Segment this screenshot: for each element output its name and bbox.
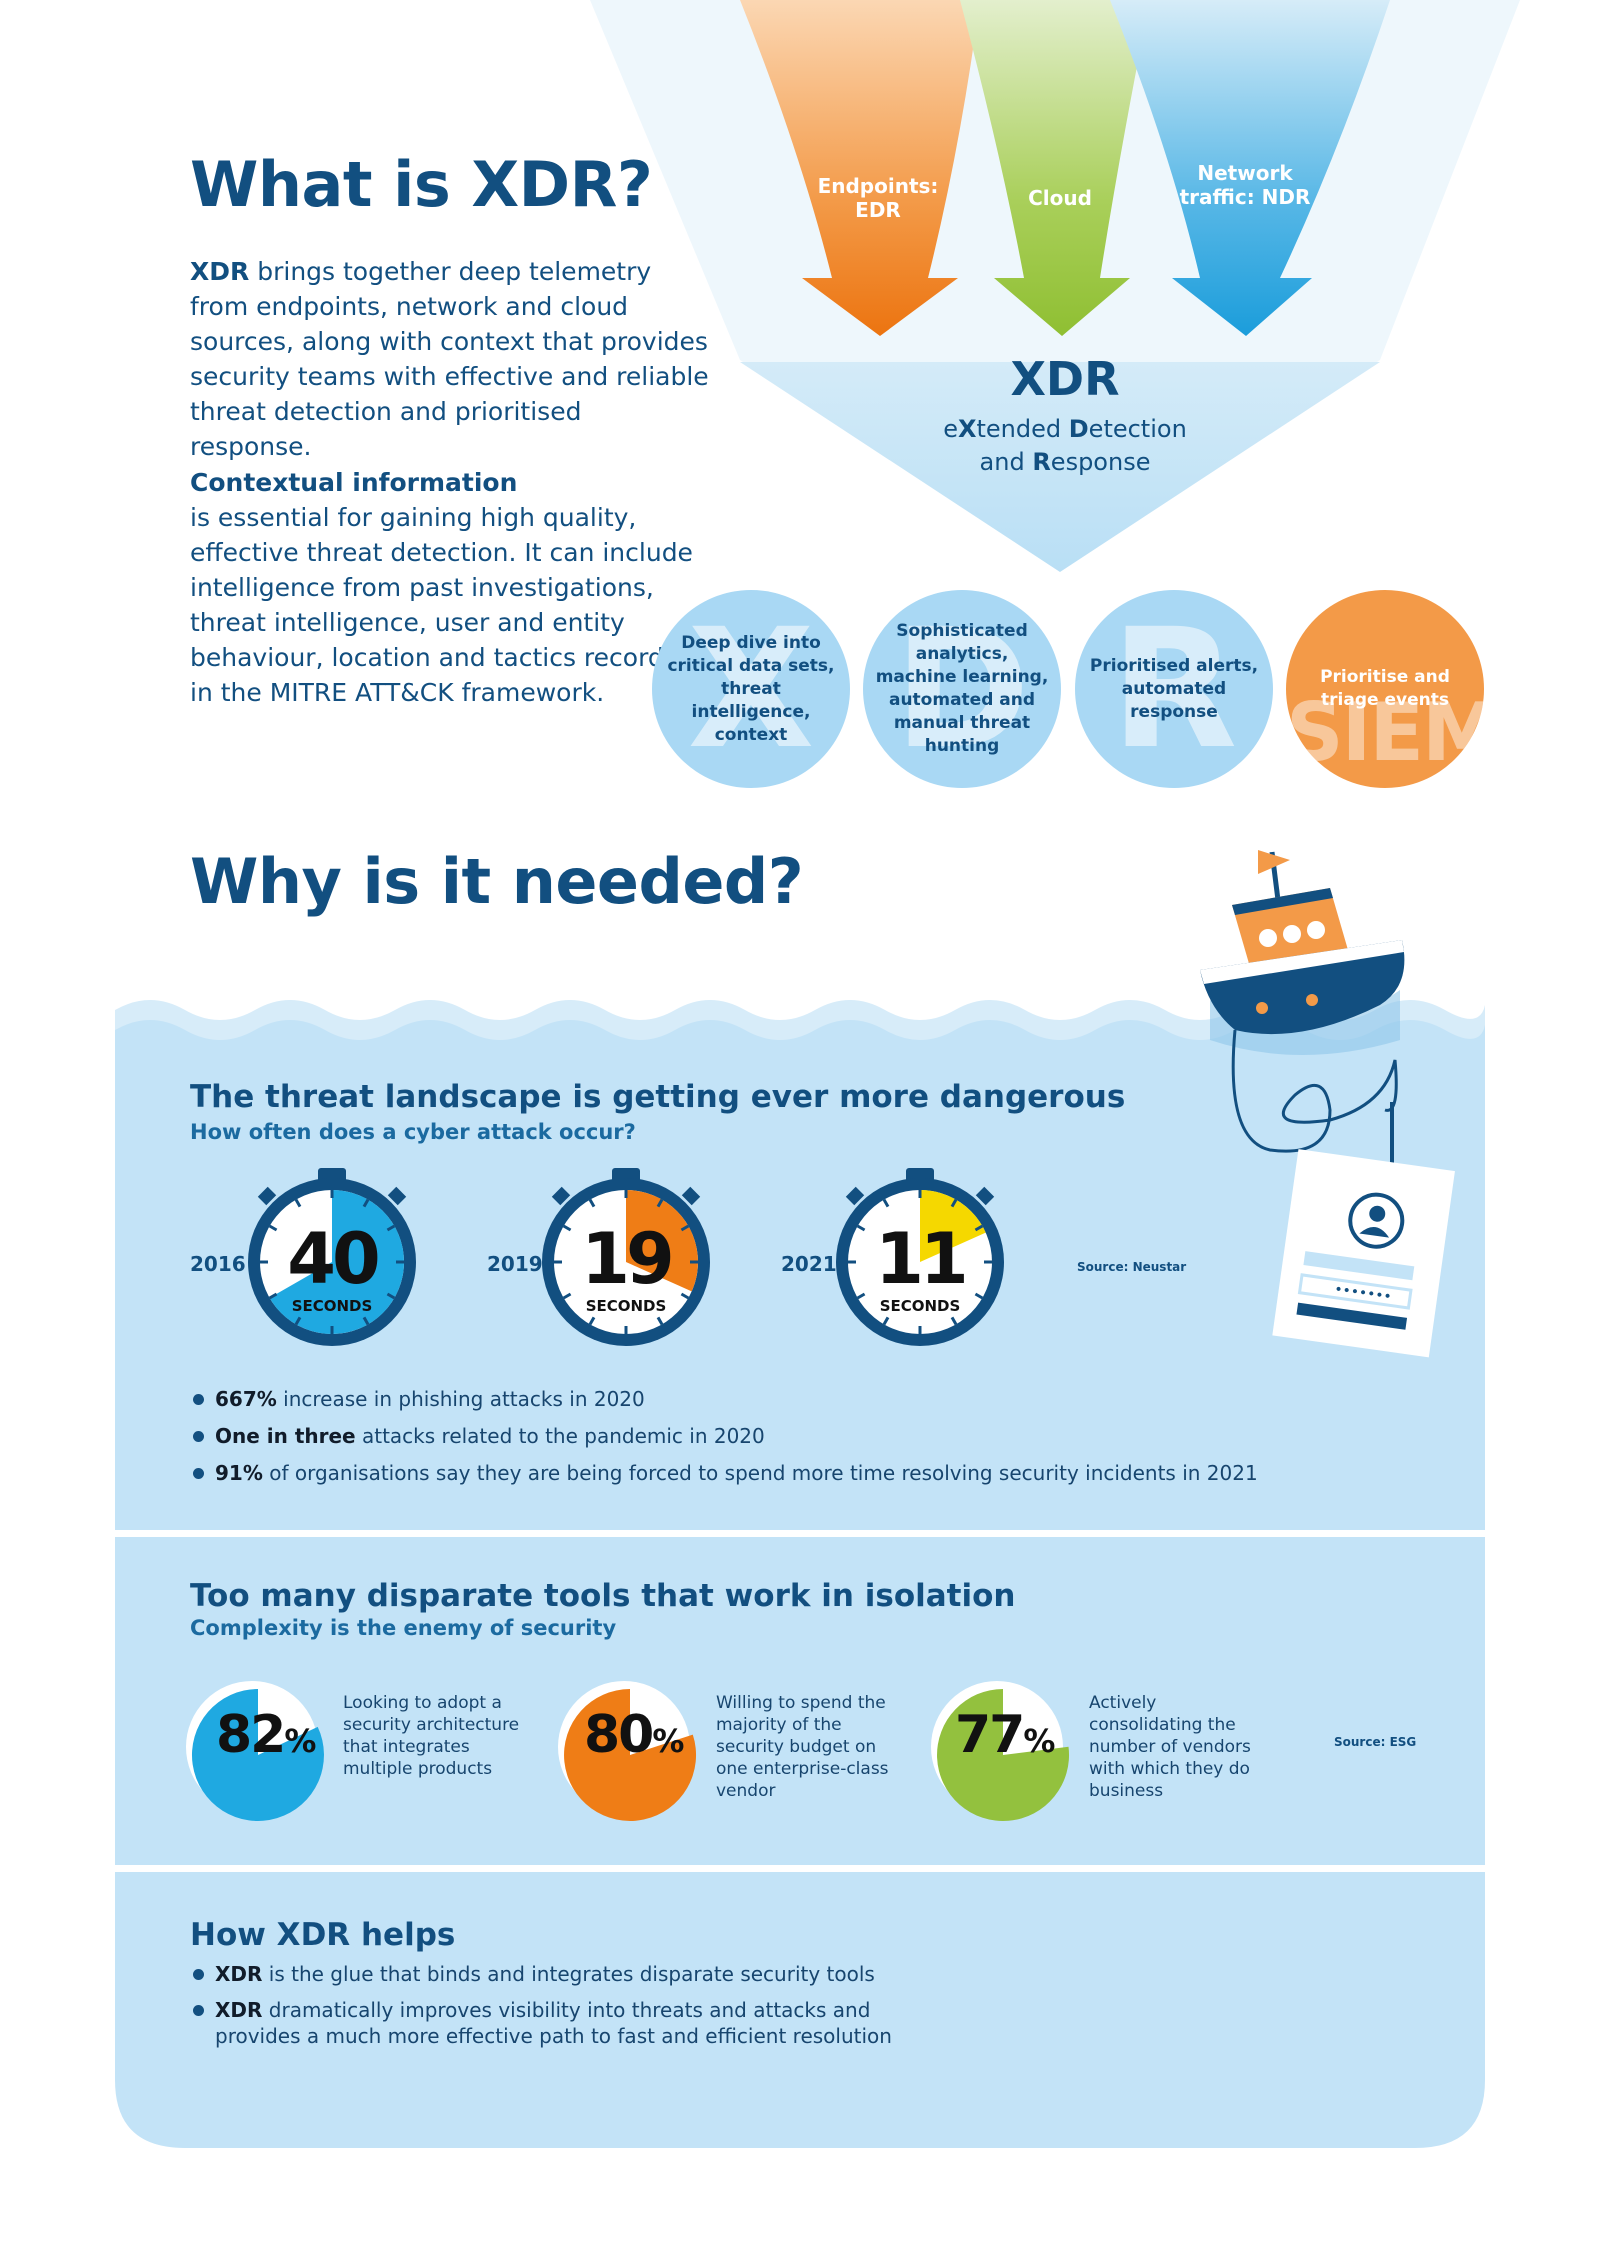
stopwatch-icon	[542, 1168, 710, 1346]
stopwatch-unit: SECONDS	[291, 1297, 373, 1315]
helps-panel	[115, 1872, 1485, 2148]
stopwatches	[248, 1168, 1004, 1346]
threat-panel	[115, 1020, 1485, 1530]
threat-landscape-title: The threat landscape is getting ever mor…	[190, 1079, 1126, 1115]
what-is-xdr-title: What is XDR?	[190, 148, 653, 221]
stat-description: Willing to spend the majority of the sec…	[716, 1693, 889, 1801]
capability-circle-d: D Sophisticated analytics, machine learn…	[863, 590, 1061, 788]
capability-circle-x: X Deep dive into critical data sets, thr…	[652, 590, 850, 788]
list-item: XDR is the glue that binds and integrate…	[193, 1961, 953, 1987]
stopwatch-seconds-value: 11	[875, 1218, 968, 1300]
intro-xdr-bold: XDR	[190, 257, 250, 286]
xdr-expansion: eXtended Detection and Response	[943, 415, 1187, 476]
stopwatch-elapsed-fill	[626, 1190, 698, 1292]
stopwatch-elapsed-fill	[920, 1190, 986, 1262]
circle-text: Deep dive into critical data sets, threa…	[667, 632, 835, 745]
context-paragraph: Contextual information is essential for …	[190, 465, 710, 710]
circle-text: Sophisticated analytics, machine learnin…	[875, 621, 1049, 756]
boat-illustration	[1200, 850, 1405, 1035]
threat-landscape-subtitle: How often does a cyber attack occur?	[190, 1120, 636, 1144]
stopwatch-unit: SECONDS	[585, 1297, 667, 1315]
intro-text: brings together deep telemetry from endp…	[190, 257, 709, 461]
xdr-intro-paragraph: XDR brings together deep telemetry from …	[190, 254, 710, 464]
why-needed-title: Why is it needed?	[190, 845, 804, 918]
source-neustar: Source: Neustar	[1077, 1260, 1187, 1274]
donut-stat-icon	[931, 1681, 1070, 1821]
stopwatch-icon	[836, 1168, 1004, 1346]
percentage-donuts	[186, 1681, 1070, 1821]
network-arrow	[1110, 0, 1390, 336]
list-item: One in three attacks related to the pand…	[193, 1423, 1258, 1449]
tools-subtitle: Complexity is the enemy of security	[190, 1616, 617, 1640]
xdr-heading: XDR	[1010, 352, 1120, 406]
circle-letter: D	[893, 593, 1031, 785]
donut-fill	[564, 1689, 697, 1821]
stopwatch-seconds-value: 19	[581, 1218, 674, 1300]
tools-panel	[115, 1537, 1485, 1865]
boat-hull-submerged	[1210, 990, 1400, 1055]
stopwatch-year: 2016	[190, 1252, 246, 1276]
stat-percentage: 82%	[216, 1705, 317, 1765]
donut-fill	[191, 1689, 324, 1821]
circle-letter: SIEM	[1286, 686, 1484, 779]
how-xdr-helps-title: How XDR helps	[190, 1917, 456, 1953]
capability-circle-siem: SIEM Prioritise and triage events	[1286, 590, 1484, 788]
source-esg: Source: ESG	[1334, 1735, 1417, 1749]
circle-letter: X	[687, 593, 815, 785]
helps-bullet-list: XDR is the glue that binds and integrate…	[193, 1961, 953, 2059]
cloud-label: Cloud	[1028, 186, 1092, 210]
network-ndr-label: Network traffic: NDR	[1179, 161, 1311, 209]
stopwatch-seconds-value: 40	[287, 1218, 380, 1300]
list-item: XDR dramatically improves visibility int…	[193, 1997, 953, 2049]
circle-text: Prioritise and triage events	[1320, 667, 1450, 710]
endpoints-edr-label: Endpoints: EDR	[817, 174, 939, 222]
stopwatch-icon	[248, 1168, 416, 1346]
list-item: 91% of organisations say they are being …	[193, 1460, 1258, 1486]
xdr-funnel-graphic	[590, 0, 1520, 572]
stopwatch-year: 2019	[487, 1252, 543, 1276]
tools-title: Too many disparate tools that work in is…	[190, 1578, 1016, 1614]
stat-percentage: 80%	[584, 1705, 685, 1765]
stopwatch-unit: SECONDS	[879, 1297, 961, 1315]
donut-stat-icon	[558, 1681, 697, 1821]
stopwatch-elapsed-fill	[269, 1190, 405, 1335]
capability-circle-r: R Prioritised alerts, automated response	[1075, 590, 1273, 788]
donut-stat-icon	[186, 1681, 324, 1821]
circle-text: Prioritised alerts, automated response	[1089, 655, 1259, 722]
circle-letter: R	[1110, 593, 1238, 785]
stat-description: Looking to adopt a security architecture…	[343, 1693, 520, 1779]
svg-text:•••••••: •••••••	[1333, 1282, 1392, 1306]
threat-bullet-list: 667% increase in phishing attacks in 202…	[193, 1386, 1258, 1497]
cloud-arrow	[960, 0, 1150, 336]
list-item: 667% increase in phishing attacks in 202…	[193, 1386, 1258, 1412]
stat-percentage: 77%	[955, 1705, 1056, 1765]
stopwatch-year: 2021	[781, 1252, 837, 1276]
context-heading: Contextual information	[190, 468, 518, 497]
donut-fill	[937, 1689, 1070, 1821]
stat-description: Actively consolidating the number of ven…	[1089, 1693, 1251, 1801]
fishing-line	[1231, 1029, 1398, 1153]
endpoints-arrow	[740, 0, 980, 336]
context-text: is essential for gaining high quality, e…	[190, 503, 696, 707]
login-card-icon: •••••••	[1272, 1149, 1455, 1358]
big-arrow	[740, 362, 1380, 572]
